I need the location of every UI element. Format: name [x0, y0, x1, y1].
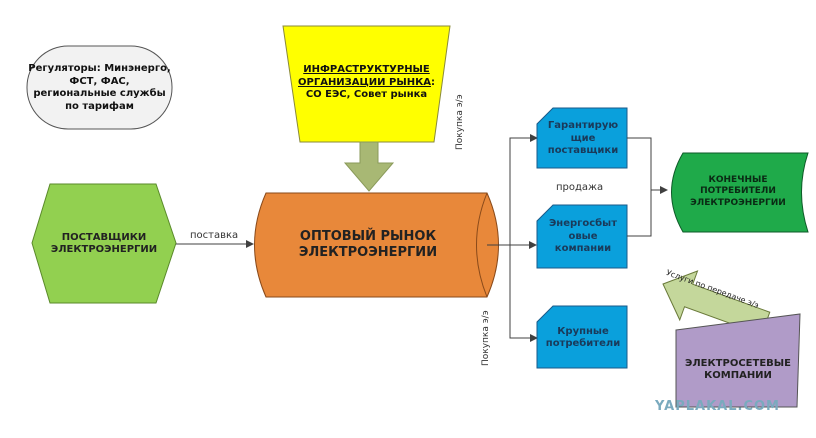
sales-line3: компании — [554, 243, 612, 255]
large-label: Крупные потребители — [540, 318, 626, 358]
supply-edge-label: поставка — [190, 230, 239, 241]
trunk-connector — [509, 137, 536, 339]
wholesale-line1: ОПТОВЫЙ РЫНОК — [299, 228, 437, 244]
large-line2: потребители — [545, 338, 621, 349]
grid-line2: КОМПАНИИ — [704, 370, 772, 381]
right-merge-connector — [627, 137, 652, 237]
grid-shape — [675, 313, 801, 408]
guarantee-shape — [536, 107, 628, 169]
suppliers-shape — [31, 183, 177, 304]
large-shape — [536, 305, 628, 369]
suppliers-line2: ЭЛЕКТРОЭНЕРГИИ — [50, 244, 158, 255]
sale-edge-label: продажа — [556, 182, 604, 193]
guarantee-label: Гарантирую щие поставщики — [540, 113, 626, 165]
down-arrow-icon — [343, 141, 395, 192]
guarantee-line1: Гарантирую — [547, 120, 619, 132]
end-consumers-line1: КОНЕЧНЫЕ — [708, 175, 768, 186]
sales-shape — [536, 204, 628, 269]
infrastructure-title-line2: ОРГАНИЗАЦИИ РЫНКА — [298, 76, 431, 88]
infrastructure-label: ИНФРАСТРУКТУРНЫЕ ОРГАНИЗАЦИИ РЫНКА: СО Е… — [295, 56, 438, 110]
wholesale-line2: ЭЛЕКТРОЭНЕРГИИ — [298, 245, 438, 260]
suppliers-line1: ПОСТАВЩИКИ — [61, 231, 147, 243]
wholesale-label: ОПТОВЫЙ РЫНОК ЭЛЕКТРОЭНЕРГИИ — [268, 222, 468, 268]
grid-line1: ЭЛЕКТРОСЕТЕВЫЕ — [685, 357, 791, 369]
purchase-top-label: Покупка э/э — [455, 94, 465, 150]
suppliers-label: ПОСТАВЩИКИ ЭЛЕКТРОЭНЕРГИИ — [46, 224, 162, 264]
regulators-shape — [26, 45, 173, 130]
guarantee-line2: щие — [570, 132, 596, 144]
end-consumers-shape — [671, 152, 809, 233]
infrastructure-subtitle: СО ЕЭС, Совет рынка — [305, 89, 428, 101]
watermark: YAPLAKAL.COM — [655, 399, 780, 414]
end-consumers-line3: ЭЛЕКТРОЭНЕРГИИ — [690, 197, 786, 208]
infrastructure-colon: : — [431, 76, 435, 88]
infrastructure-title-line2-wrap: ОРГАНИЗАЦИИ РЫНКА: — [298, 77, 435, 90]
purchase-bottom-label: Покупка э/э — [481, 310, 491, 366]
sales-label: Энергосбыт овые компании — [540, 210, 626, 264]
grid-label: ЭЛЕКТРОСЕТЕВЫЕ КОМПАНИИ — [680, 350, 796, 390]
wholesale-cylinder-edge — [476, 192, 488, 298]
large-line1: Крупные — [557, 325, 609, 337]
sales-line1: Энергосбыт — [548, 218, 618, 230]
infrastructure-title-line1: ИНФРАСТРУКТУРНЫЕ — [303, 64, 430, 76]
regulators-label: Регуляторы: Минэнерго, ФСТ, ФАС, региона… — [28, 63, 171, 112]
end-consumers-line2: ПОТРЕБИТЕЛИ — [700, 186, 776, 197]
end-consumers-label: КОНЕЧНЫЕ ПОТРЕБИТЕЛИ ЭЛЕКТРОЭНЕРГИИ — [672, 166, 804, 218]
infrastructure-shape — [282, 25, 451, 143]
sales-line2: овые — [568, 230, 598, 242]
guarantee-line3: поставщики — [547, 145, 619, 157]
